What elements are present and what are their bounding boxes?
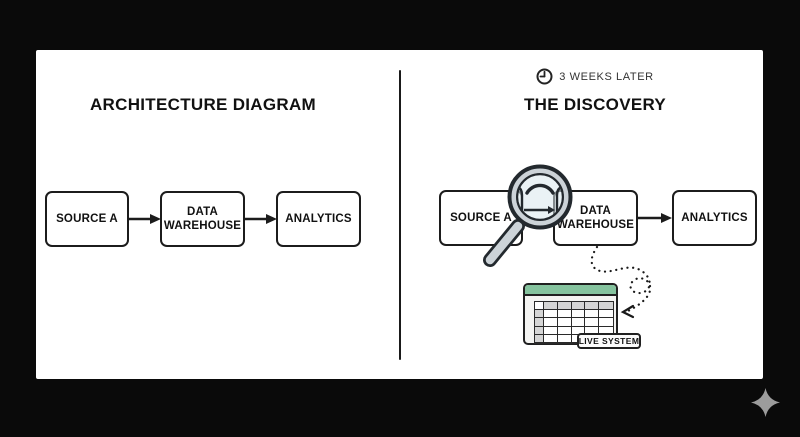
clock-icon — [536, 68, 553, 84]
spreadsheet-cell — [544, 302, 558, 311]
spreadsheet-cell — [544, 334, 558, 343]
spreadsheet-cell — [557, 334, 572, 343]
left-node-analytics: ANALYTICS — [276, 191, 361, 247]
spreadsheet-cell — [535, 318, 544, 327]
spreadsheet-cell — [557, 310, 572, 319]
panel-divider — [399, 70, 401, 360]
left-node-data-warehouse: DATA WAREHOUSE — [160, 191, 245, 247]
spreadsheet-cell — [535, 302, 544, 311]
spreadsheet-cell — [585, 318, 600, 327]
spreadsheet-cell — [535, 310, 544, 319]
spreadsheet-cell — [557, 318, 572, 327]
spreadsheet-cell — [599, 302, 613, 311]
sparkle-icon — [751, 388, 780, 417]
spreadsheet-cell — [571, 310, 586, 319]
spreadsheet-cell — [571, 302, 586, 311]
right-node-data-warehouse: DATA WAREHOUSE — [553, 190, 638, 246]
spreadsheet-cell — [544, 318, 558, 327]
spreadsheet-cell — [535, 326, 544, 335]
left-node-source-a: SOURCE A — [45, 191, 129, 247]
left-panel-title: ARCHITECTURE DIAGRAM — [89, 95, 317, 114]
spreadsheet-cell — [544, 326, 558, 335]
spreadsheet-cell — [557, 302, 572, 311]
timestamp: 3 WEEKS LATER — [445, 66, 745, 86]
timestamp-label: 3 WEEKS LATER — [559, 70, 654, 83]
spreadsheet-cell — [535, 334, 544, 343]
right-node-source-a: SOURCE A — [439, 190, 523, 246]
spreadsheet-cell — [571, 318, 586, 327]
spreadsheet-cell — [585, 310, 600, 319]
comic-panel-card: ARCHITECTURE DIAGRAM SOURCE A DATA WAREH… — [36, 50, 763, 379]
spreadsheet-header-bar — [525, 285, 616, 296]
live-system-badge: LIVE SYSTEM — [577, 333, 641, 349]
spreadsheet-cell — [585, 302, 600, 311]
right-node-analytics: ANALYTICS — [672, 190, 757, 246]
right-panel-title: THE DISCOVERY — [523, 95, 667, 114]
spreadsheet-cell — [599, 318, 613, 327]
spreadsheet-cell — [599, 310, 613, 319]
spreadsheet-cell — [544, 310, 558, 319]
spreadsheet-cell — [557, 326, 572, 335]
